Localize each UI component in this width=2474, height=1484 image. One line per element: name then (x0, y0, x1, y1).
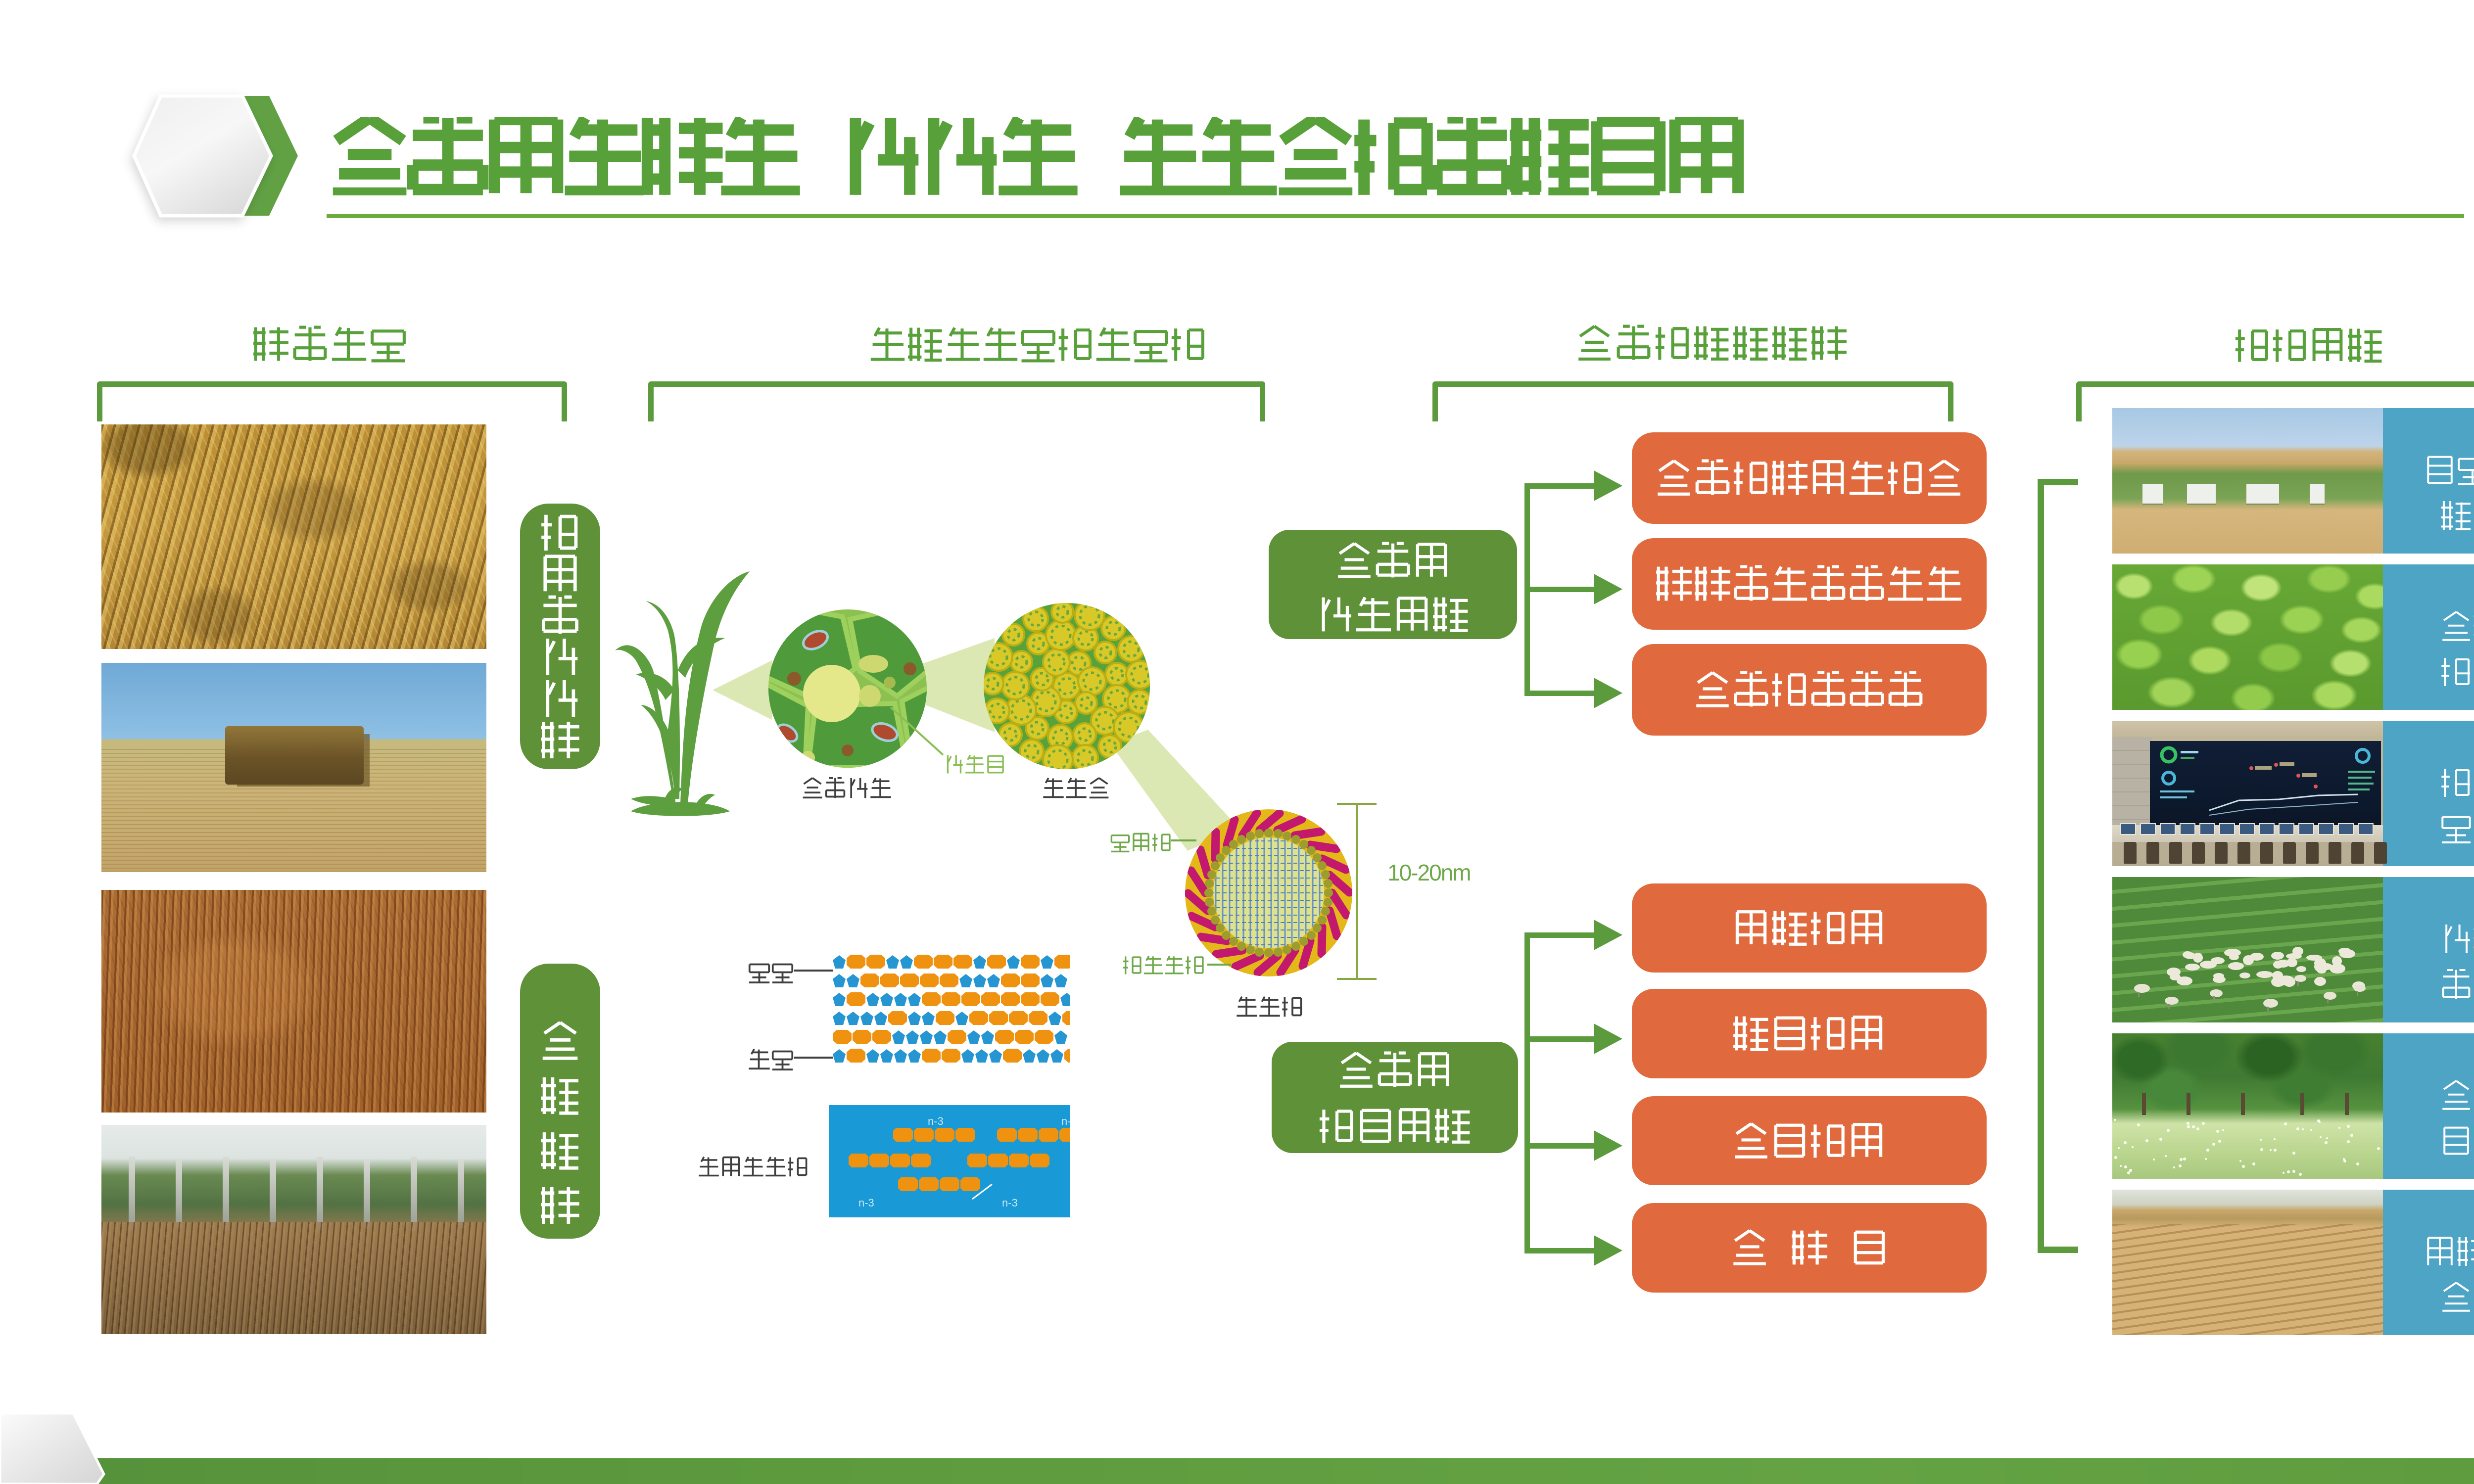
svg-text:n-3: n-3 (1002, 1197, 1018, 1209)
svg-text:n-3: n-3 (1061, 1115, 1070, 1127)
svg-text:n-3: n-3 (858, 1197, 874, 1209)
svg-text:n-3: n-3 (928, 1115, 944, 1127)
